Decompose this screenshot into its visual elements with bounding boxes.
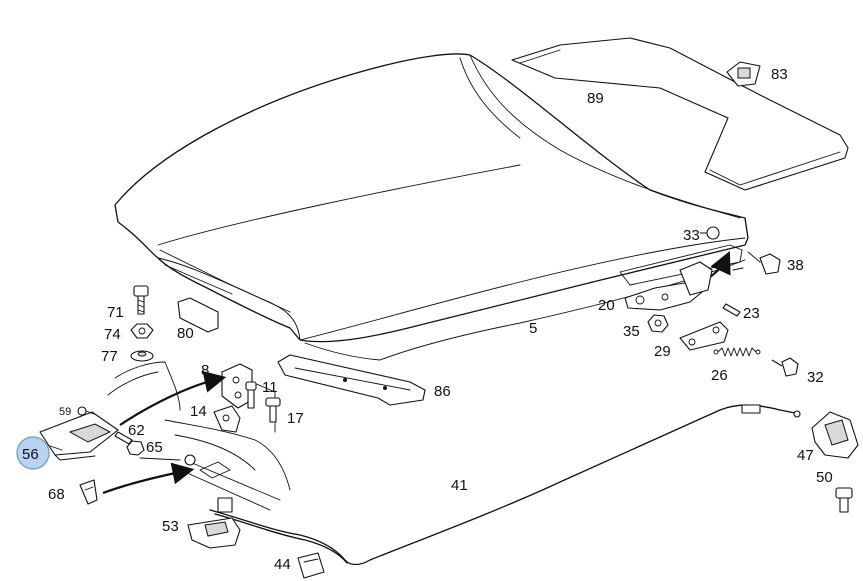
bracket-80 <box>177 297 219 333</box>
callout-labels: 5 8 11 14 17 20 23 26 29 32 33 35 38 41 … <box>22 66 833 573</box>
hinge-20 <box>624 261 713 311</box>
label-71: 71 <box>107 304 124 321</box>
label-8: 8 <box>201 362 209 379</box>
nut-65 <box>126 440 145 456</box>
label-5: 5 <box>529 320 537 337</box>
label-53: 53 <box>162 518 179 535</box>
release-handle-53 <box>187 497 241 549</box>
bolt-32 <box>771 357 799 377</box>
label-29: 29 <box>654 343 671 360</box>
release-cable-41 <box>209 404 801 566</box>
label-86: 86 <box>434 383 451 400</box>
label-62: 62 <box>128 422 145 439</box>
pin-23 <box>722 303 741 317</box>
label-74: 74 <box>104 326 121 343</box>
label-59: 59 <box>59 406 71 418</box>
label-44: 44 <box>274 556 291 573</box>
label-77: 77 <box>101 348 118 365</box>
label-26: 26 <box>711 367 728 384</box>
label-32: 32 <box>807 369 824 386</box>
hood-insulation-pad <box>511 37 849 191</box>
clip-83 <box>726 61 761 87</box>
link-29 <box>679 321 729 351</box>
label-38: 38 <box>787 257 804 274</box>
label-65: 65 <box>146 439 163 456</box>
bolt-71 <box>133 285 149 315</box>
highlight-callout-56 <box>16 436 50 470</box>
leader-lines <box>49 232 744 451</box>
label-56: 56 <box>22 446 39 463</box>
washer-77 <box>130 350 154 362</box>
label-23: 23 <box>743 305 760 322</box>
clip-44 <box>297 552 325 579</box>
label-14: 14 <box>190 403 207 420</box>
label-80: 80 <box>177 325 194 342</box>
bolt-11 <box>245 381 257 409</box>
bracket-14 <box>213 405 241 433</box>
label-68: 68 <box>48 486 65 503</box>
label-47: 47 <box>797 447 814 464</box>
label-83: 83 <box>771 66 788 83</box>
lock-carrier-frame <box>107 361 291 511</box>
bolt-50 <box>835 487 853 513</box>
front-seal-strip <box>277 354 426 406</box>
clip-68 <box>79 479 98 505</box>
spring-26 <box>713 347 761 357</box>
nut-35 <box>647 314 669 333</box>
latch-plate-56 <box>39 411 119 461</box>
label-50: 50 <box>816 469 833 486</box>
screw-59 <box>77 406 95 416</box>
bolt-38 <box>747 251 781 275</box>
label-35: 35 <box>623 323 640 340</box>
label-41: 41 <box>451 477 468 494</box>
label-20: 20 <box>598 297 615 314</box>
hood-latch-47 <box>811 411 859 459</box>
nut-74 <box>130 323 154 339</box>
bolt-17 <box>265 397 281 423</box>
label-33: 33 <box>683 227 700 244</box>
label-17: 17 <box>287 410 304 427</box>
label-89: 89 <box>587 90 604 107</box>
label-11: 11 <box>262 379 278 396</box>
